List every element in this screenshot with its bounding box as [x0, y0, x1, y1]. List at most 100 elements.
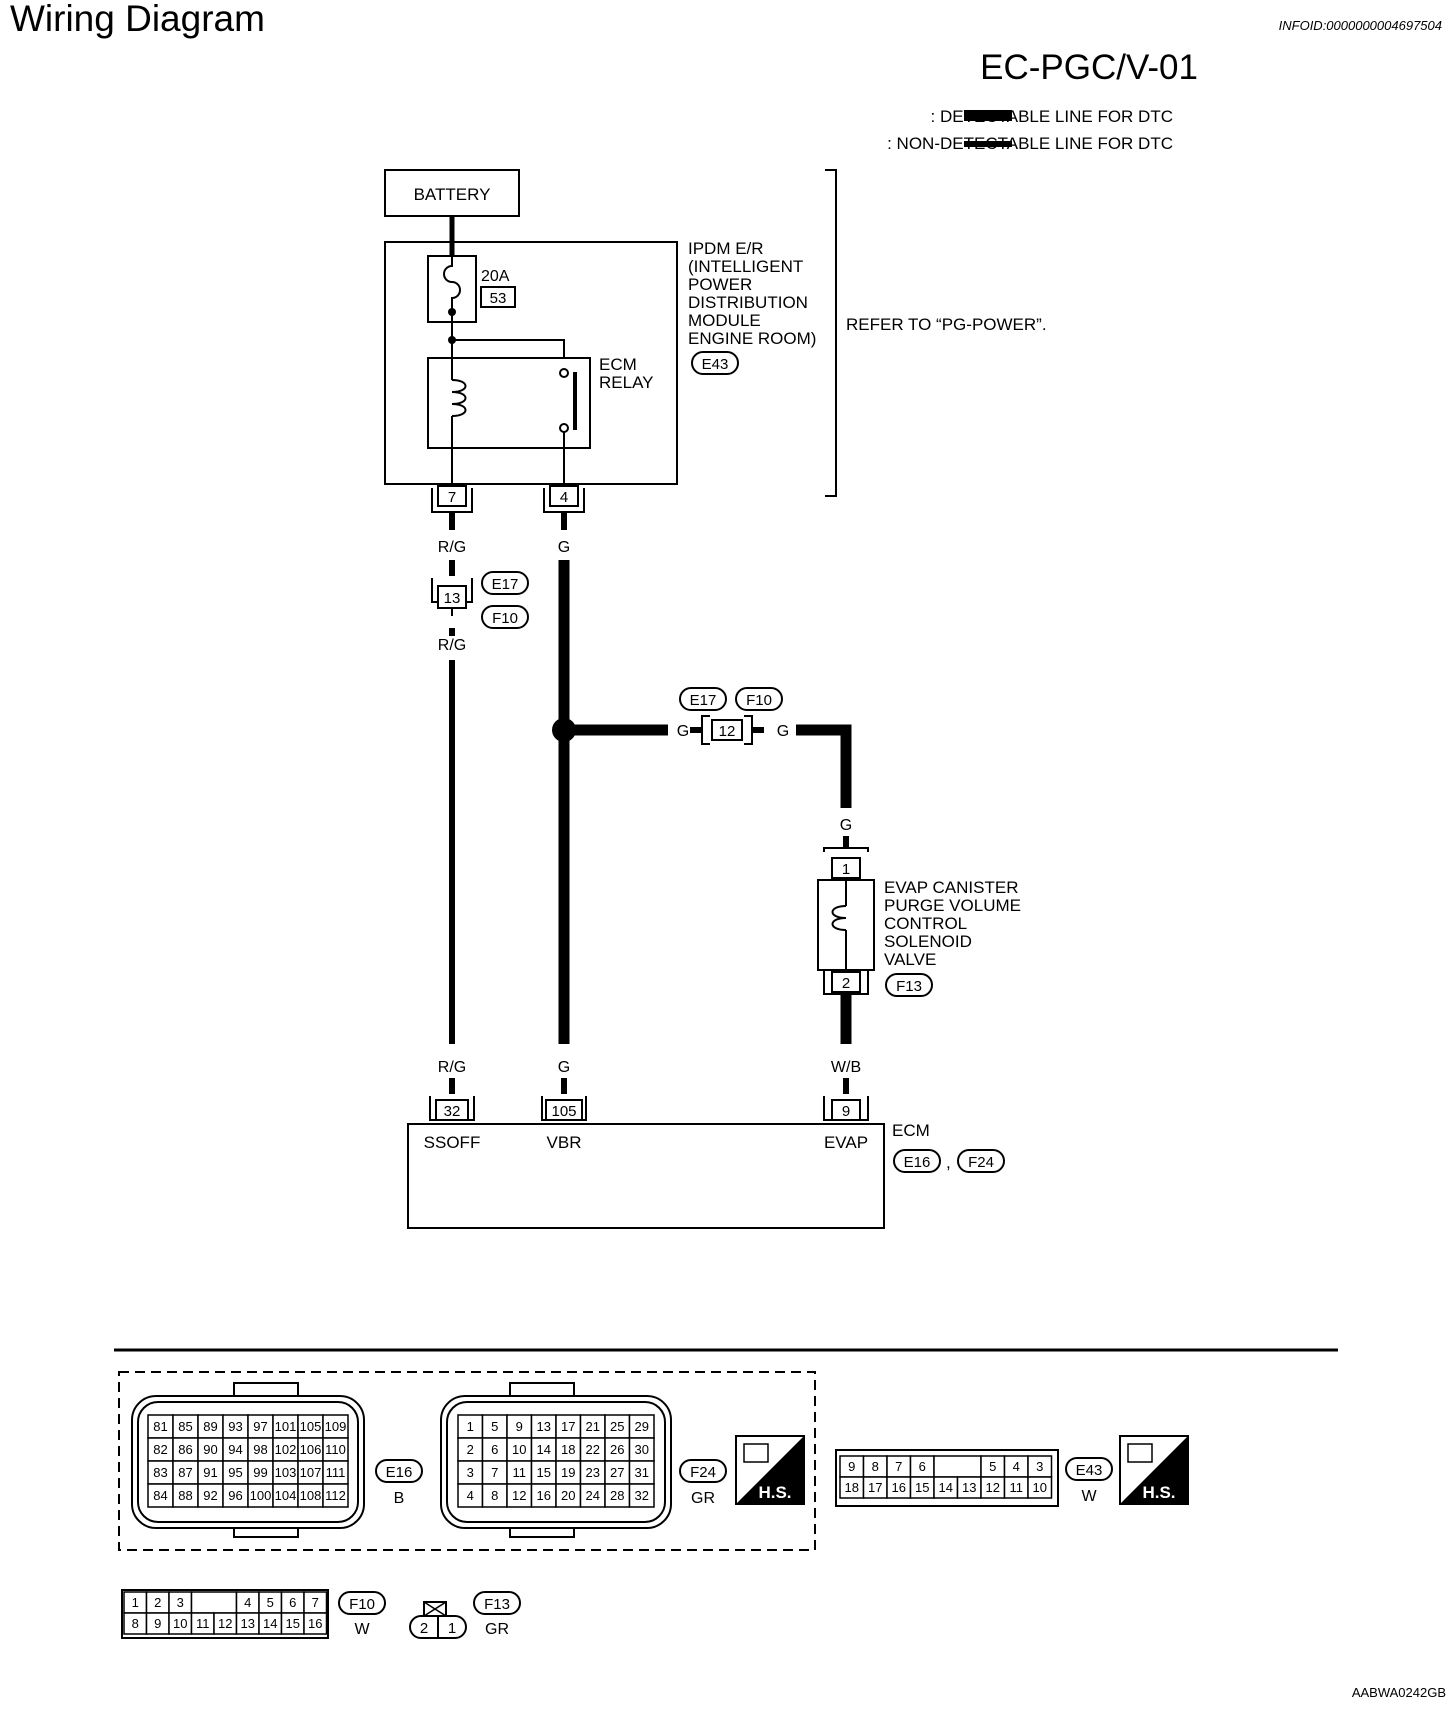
- pin-label: 22: [586, 1442, 600, 1457]
- joint-12-conn-f10: F10: [746, 692, 772, 709]
- pin-label: 8: [132, 1616, 139, 1631]
- pin-label: 11: [196, 1616, 210, 1631]
- pin-label: 2: [467, 1442, 474, 1457]
- pin-label: 83: [153, 1465, 167, 1480]
- pin-label: 4: [467, 1488, 474, 1503]
- pin-label: 25: [610, 1419, 624, 1434]
- pin-label: 100: [250, 1488, 272, 1503]
- connector-icon: [743, 1443, 769, 1463]
- svg-text:2: 2: [842, 975, 850, 992]
- pin-label: 14: [263, 1616, 277, 1631]
- pin-label: 14: [537, 1442, 551, 1457]
- pin-label: 7: [312, 1595, 319, 1610]
- svg-text:2: 2: [420, 1620, 428, 1637]
- pin-label: 29: [635, 1419, 649, 1434]
- evap-connector: F13: [896, 978, 922, 995]
- ipdm-label-5: MODULE: [688, 311, 761, 330]
- pin-label: 28: [610, 1488, 624, 1503]
- pin-label: 89: [203, 1419, 217, 1434]
- pin-label: 5: [989, 1459, 996, 1474]
- connector-f10-id: F10: [349, 1596, 375, 1613]
- svg-text:12: 12: [719, 723, 736, 740]
- ipdm-connector: E43: [702, 356, 729, 373]
- pin-label: 10: [173, 1616, 187, 1631]
- pin-label: 32: [635, 1488, 649, 1503]
- pin-label: 107: [300, 1465, 322, 1480]
- connector-e43-color: W: [1081, 1488, 1097, 1505]
- pin-label: 112: [325, 1488, 346, 1503]
- connector-e16-id: E16: [386, 1464, 413, 1481]
- pin-label: 93: [228, 1419, 242, 1434]
- pin-label: 15: [537, 1465, 551, 1480]
- wire-g-evap: [564, 724, 852, 1094]
- ecm-label: ECM: [892, 1121, 930, 1140]
- pin-label: 9: [848, 1459, 855, 1474]
- evap-label-5: VALVE: [884, 950, 936, 969]
- pin-label: 30: [635, 1442, 649, 1457]
- ipdm-pin-4: 4: [560, 489, 568, 506]
- pin-label: 109: [325, 1419, 347, 1434]
- pin-label: 12: [218, 1616, 232, 1631]
- pin-label: 101: [275, 1419, 297, 1434]
- fuse-rating: 20A: [481, 268, 510, 285]
- pin-label: 12: [512, 1488, 526, 1503]
- connector-f13-color: GR: [485, 1621, 509, 1638]
- wire-label-rg-1: R/G: [438, 539, 466, 556]
- ecm-conn-e16: E16: [904, 1154, 931, 1171]
- pin-label: 31: [635, 1465, 649, 1480]
- pin-label: 11: [513, 1465, 527, 1480]
- pin-label: 18: [845, 1480, 859, 1495]
- diagram-code: EC-PGC/V-01: [980, 48, 1198, 87]
- joint-12-conn-e17: E17: [690, 692, 717, 709]
- pin-label: 13: [241, 1616, 255, 1631]
- svg-text:9: 9: [842, 1103, 850, 1120]
- pin-label: 6: [289, 1595, 296, 1610]
- ecm-terminal-vbr: VBR: [547, 1133, 582, 1152]
- evap-label-2: PURGE VOLUME: [884, 896, 1021, 915]
- pin-label: 3: [467, 1465, 474, 1480]
- ecm-terminal-ssoff: SSOFF: [424, 1133, 481, 1152]
- pin-label: 16: [308, 1616, 322, 1631]
- pin-label: 9: [516, 1419, 523, 1434]
- wire-label-g-3: G: [677, 723, 689, 740]
- pin-label: 7: [491, 1465, 498, 1480]
- connector-f24-id: F24: [690, 1464, 716, 1481]
- connector-e43-id: E43: [1076, 1462, 1103, 1479]
- hs-badge-1: H.S.: [735, 1435, 805, 1505]
- pin-label: 17: [868, 1480, 882, 1495]
- pin-label: 15: [286, 1616, 300, 1631]
- pin-label: 97: [253, 1419, 267, 1434]
- pin-label: 5: [267, 1595, 274, 1610]
- pin-label: 6: [919, 1459, 926, 1474]
- pin-label: 18: [561, 1442, 575, 1457]
- evap-label-1: EVAP CANISTER: [884, 878, 1018, 897]
- svg-text:13: 13: [444, 590, 461, 607]
- wire-label-g-5: G: [840, 817, 852, 834]
- pin-label: 85: [178, 1419, 192, 1434]
- legend-thin-swatch: [964, 141, 1012, 147]
- wire-label-g-1: G: [558, 539, 570, 556]
- evap-label-4: SOLENOID: [884, 932, 972, 951]
- ecm-conn-separator: ,: [946, 1153, 951, 1172]
- pin-label: 88: [178, 1488, 192, 1503]
- pin-label: 86: [178, 1442, 192, 1457]
- ipdm-label-3: POWER: [688, 275, 752, 294]
- pin-label: 99: [253, 1465, 267, 1480]
- pin-label: 106: [300, 1442, 322, 1457]
- pin-label: 14: [939, 1480, 953, 1495]
- ecm-terminal-9: 9: [823, 1096, 869, 1121]
- pin-label: 13: [537, 1419, 551, 1434]
- battery-label: BATTERY: [414, 185, 491, 204]
- pin-label: 27: [610, 1465, 624, 1480]
- refer-text: REFER TO “PG-POWER”.: [846, 315, 1047, 334]
- ecm-terminal-105: 105: [541, 1096, 587, 1121]
- pin-label: 10: [1033, 1480, 1047, 1495]
- ipdm-pin-7: 7: [448, 489, 456, 506]
- pin-label: 84: [153, 1488, 167, 1503]
- pin-label: 20: [561, 1488, 575, 1503]
- pin-label: 87: [178, 1465, 192, 1480]
- evap-label-3: CONTROL: [884, 914, 967, 933]
- pin-label: 5: [491, 1419, 498, 1434]
